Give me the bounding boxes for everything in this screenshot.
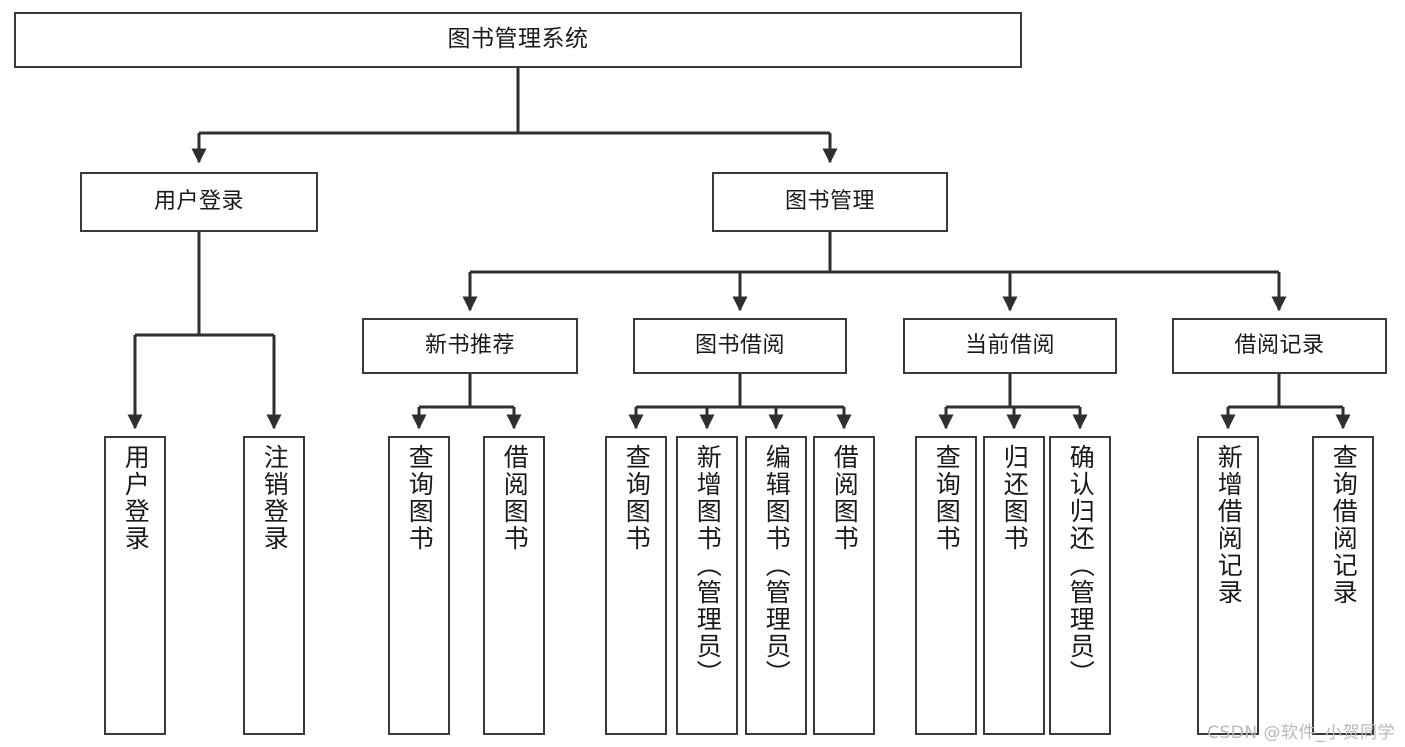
node-label: 借阅记录 [1234,333,1325,359]
leaf-edit-book[interactable]: 编辑图书（管理员） [745,436,807,735]
node-book-manage[interactable]: 图书管理 [712,172,948,232]
node-label: 编辑图书（管理员） [762,444,792,687]
leaf-return-book[interactable]: 归还图书 [983,436,1045,735]
node-label: 当前借阅 [964,333,1055,359]
node-label: 用户登录 [121,444,151,552]
node-label: 查询图书 [932,444,962,552]
leaf-query-borrow-record[interactable]: 查询借阅记录 [1312,436,1374,735]
leaf-query-book-3[interactable]: 查询图书 [915,436,977,735]
leaf-borrow-book-2[interactable]: 借阅图书 [813,436,875,735]
node-root-system[interactable]: 图书管理系统 [14,12,1022,68]
node-label: 查询图书 [622,444,652,552]
node-label: 新增借阅记录 [1214,444,1244,606]
node-label: 图书管理系统 [447,26,589,53]
watermark-text: CSDN @软件_小贺同学 [1207,723,1395,743]
node-label: 注销登录 [260,444,290,552]
node-label: 确认归还（管理员） [1066,444,1096,687]
node-borrow-record[interactable]: 借阅记录 [1172,318,1387,374]
leaf-query-book-2[interactable]: 查询图书 [605,436,667,735]
node-current-borrow[interactable]: 当前借阅 [903,318,1117,374]
node-label: 用户登录 [153,189,244,215]
leaf-user-login[interactable]: 用户登录 [104,436,166,735]
leaf-confirm-return[interactable]: 确认归还（管理员） [1049,436,1111,735]
node-label: 借阅图书 [500,444,530,552]
leaf-query-book-1[interactable]: 查询图书 [388,436,450,735]
leaf-logout[interactable]: 注销登录 [243,436,305,735]
node-label: 图书借阅 [694,333,785,359]
node-label: 图书管理 [784,189,875,215]
node-user-login[interactable]: 用户登录 [80,172,318,232]
node-label: 新书推荐 [424,333,515,359]
node-label: 借阅图书 [830,444,860,552]
node-book-borrow[interactable]: 图书借阅 [633,318,847,374]
leaf-add-borrow-record[interactable]: 新增借阅记录 [1197,436,1259,735]
node-label: 查询图书 [405,444,435,552]
leaf-borrow-book-1[interactable]: 借阅图书 [483,436,545,735]
node-label: 新增图书（管理员） [693,444,723,687]
node-label: 归还图书 [1000,444,1030,552]
leaf-add-book[interactable]: 新增图书（管理员） [676,436,738,735]
node-new-book-recommend[interactable]: 新书推荐 [362,318,578,374]
node-label: 查询借阅记录 [1329,444,1359,606]
